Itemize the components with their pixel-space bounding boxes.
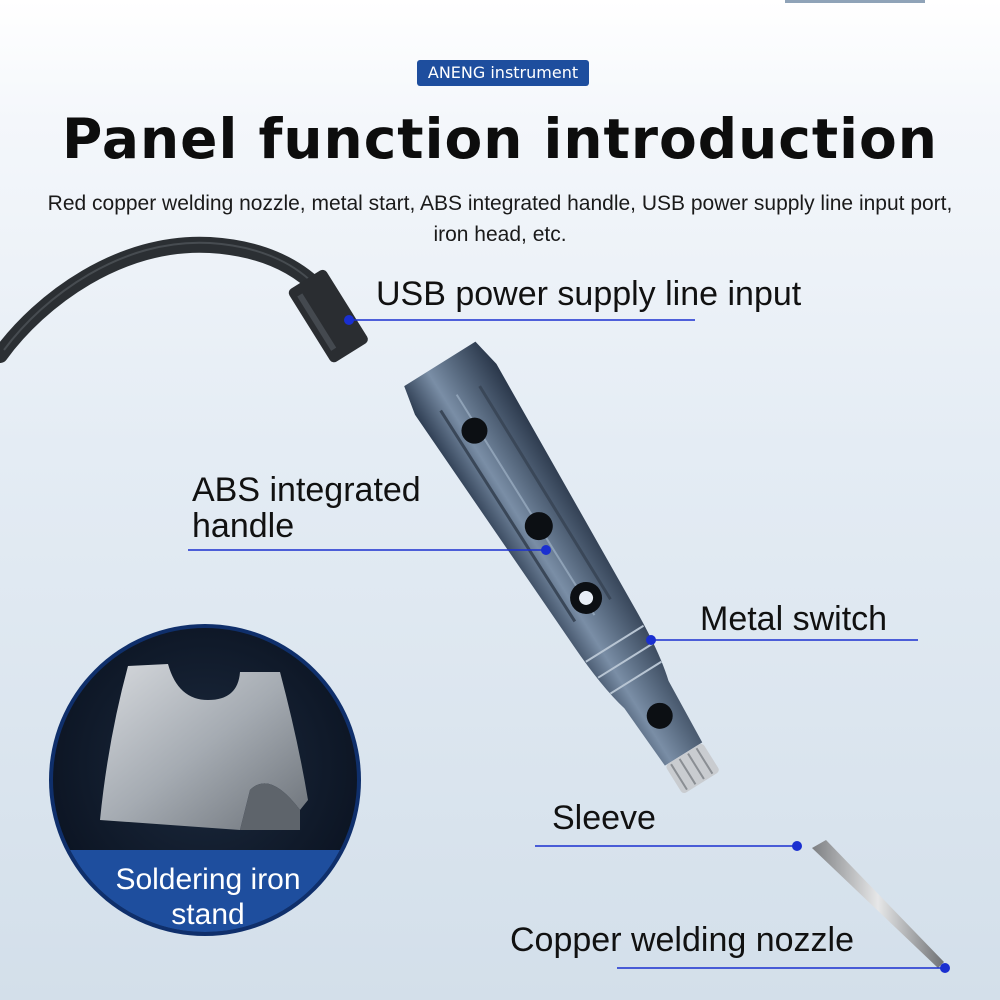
handle-body bbox=[404, 341, 719, 793]
handle-label: ABS integrated handle bbox=[192, 471, 421, 545]
stand-shape bbox=[100, 664, 308, 830]
usb-input-label: USB power supply line input bbox=[376, 275, 802, 313]
brand-badge: ANENG instrument bbox=[417, 60, 589, 86]
page-subtitle: Red copper welding nozzle, metal start, … bbox=[47, 192, 953, 246]
copper-nozzle-tip bbox=[812, 840, 944, 968]
nozzle-label: Copper welding nozzle bbox=[510, 921, 854, 959]
top-edge-strip bbox=[785, 0, 925, 3]
metal-switch-label: Metal switch bbox=[700, 600, 888, 638]
stand-caption: Soldering iron stand bbox=[115, 863, 301, 931]
stand-inset bbox=[49, 624, 361, 936]
page-title: Panel function introduction bbox=[62, 107, 938, 171]
usb-plug bbox=[288, 269, 368, 363]
sleeve-label: Sleeve bbox=[552, 799, 656, 837]
callout-leaders bbox=[188, 319, 945, 969]
usb-cable bbox=[0, 236, 326, 363]
callout-dots bbox=[344, 315, 950, 973]
